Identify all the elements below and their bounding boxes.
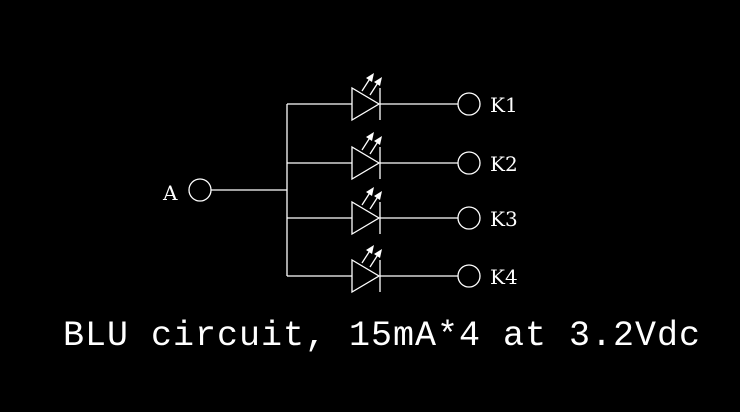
cathode-terminal (457, 92, 481, 116)
cathode-terminal (457, 206, 481, 230)
cathode-terminal (457, 151, 481, 175)
led-branch-2: K2 (287, 132, 518, 181)
light-arrowhead-1 (366, 73, 374, 82)
light-arrowhead-1 (366, 245, 374, 254)
led-triangle (351, 200, 381, 236)
cathode-label: K1 (490, 93, 518, 117)
led-triangle (351, 145, 381, 181)
light-arrowhead-1 (366, 132, 374, 141)
led-branch-4: K4 (287, 245, 518, 294)
cathode-label: K2 (490, 152, 518, 176)
led-triangle (351, 86, 381, 122)
light-arrowhead-1 (366, 187, 374, 196)
light-arrowhead-2 (374, 191, 382, 200)
circuit-caption: BLU circuit, 15mA*4 at 3.2Vdc (62, 316, 702, 356)
cathode-terminal (457, 264, 481, 288)
led-branch-1: K1 (287, 73, 518, 122)
anode-label: A (162, 181, 178, 205)
anode-terminal (188, 178, 212, 202)
led-branch-3: K3 (287, 187, 518, 236)
light-arrowhead-2 (374, 136, 382, 145)
light-arrowhead-2 (374, 77, 382, 86)
light-arrowhead-2 (374, 249, 382, 258)
cathode-label: K3 (490, 207, 518, 231)
led-triangle (351, 258, 381, 294)
cathode-label: K4 (490, 265, 518, 289)
